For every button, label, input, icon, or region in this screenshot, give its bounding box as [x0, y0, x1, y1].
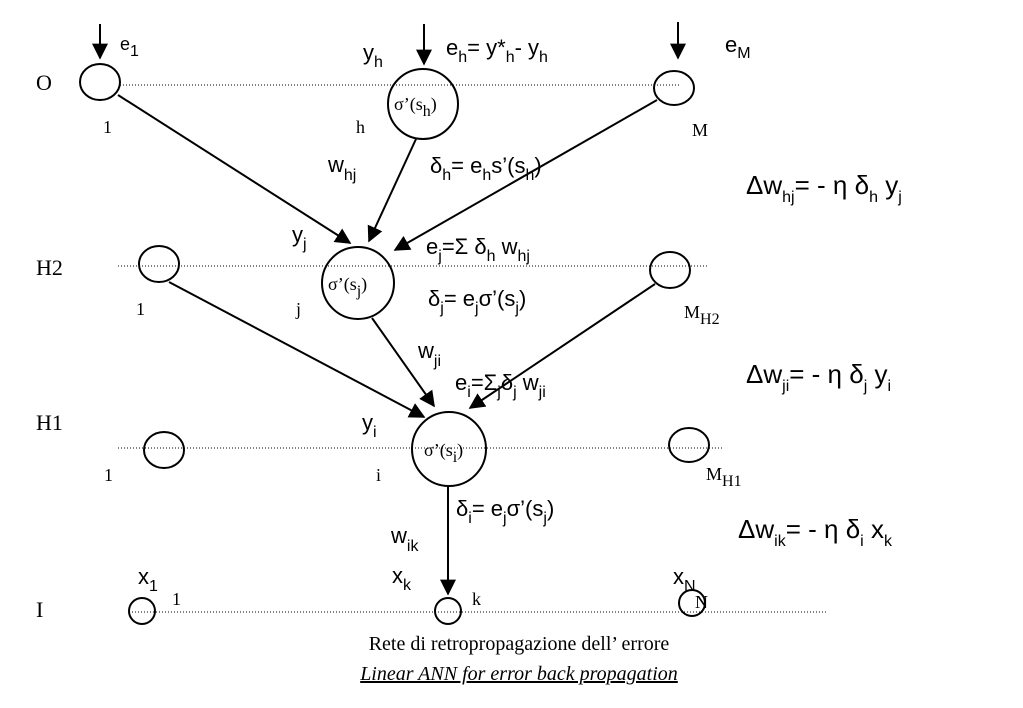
formula-delta-i: δi= ejσ’(sj) — [456, 496, 554, 527]
formula-delta-h: δh= ehs’(sh) — [430, 153, 542, 184]
caption-english: Linear ANN for error back propagation — [359, 663, 678, 685]
caption-italian: Rete di retropropagazione dell’ errore — [369, 633, 670, 655]
link-h2-1-i — [168, 281, 426, 418]
hidden1-node-M — [668, 427, 710, 463]
update-dw-hj: Δwhj= - η δh yj — [746, 170, 902, 206]
hidden2-node1-index: 1 — [136, 299, 145, 319]
label-whj: whj — [327, 152, 356, 184]
update-dw-ji: Δwji= - η δj yi — [746, 359, 891, 395]
link-j-i — [371, 317, 435, 408]
output-M-index: M — [692, 120, 708, 140]
layer-label-output: O — [36, 70, 52, 95]
node-h-function: σ’(sh) — [394, 94, 437, 120]
formula-ej: ej=Σ δh whj — [426, 234, 530, 265]
label-yh: yh — [363, 40, 383, 71]
formula-eh: eh= y*h- yh — [446, 35, 548, 66]
output-node-M — [653, 70, 695, 106]
hidden2-node-1 — [138, 245, 180, 283]
label-x1: x1 — [138, 564, 158, 595]
hidden2-node-M — [649, 251, 691, 289]
output-node-h — [387, 68, 459, 140]
hidden1-node-1 — [143, 431, 185, 469]
hidden1-node1-index: 1 — [104, 465, 113, 485]
input-k-index: k — [472, 589, 481, 609]
link-h-j — [367, 138, 417, 243]
output-node1-index: 1 — [103, 117, 112, 137]
output-h-index: h — [356, 117, 365, 137]
node-j-function: σ’(sj) — [328, 274, 367, 300]
label-yi: yi — [362, 410, 377, 441]
input-node1-index: 1 — [172, 589, 181, 609]
layer-label-hidden1: H1 — [36, 410, 63, 435]
label-wik: wik — [390, 523, 419, 555]
output-node-1 — [79, 63, 121, 101]
link-M-i — [468, 283, 656, 409]
input-node-N — [678, 589, 706, 617]
input-node-k — [434, 597, 462, 625]
hidden2-node-j — [321, 246, 395, 320]
hidden1-M-index: MH1 — [706, 464, 742, 490]
formula-ei: ei=Σjδj wji — [455, 370, 546, 401]
hidden1-i-index: i — [376, 465, 381, 485]
label-xN: xN — [673, 564, 696, 595]
input-N-index: N — [695, 592, 708, 612]
hidden2-j-index: j — [295, 299, 301, 319]
node-i-function: σ’(si) — [424, 440, 463, 466]
label-e1: e1 — [120, 34, 139, 60]
label-xk: xk — [392, 563, 412, 594]
input-node-1 — [128, 597, 156, 625]
update-dw-ik: Δwik= - η δi xk — [738, 514, 893, 550]
label-wji: wji — [417, 338, 441, 370]
label-eM: eM — [725, 32, 751, 62]
link-o1-j — [117, 94, 352, 244]
layer-label-hidden2: H2 — [36, 255, 63, 280]
hidden2-M-index: MH2 — [684, 302, 720, 328]
link-M-j — [393, 99, 658, 251]
label-yj: yj — [292, 222, 307, 253]
layer-label-input: I — [36, 597, 43, 622]
formula-delta-j: δj= ejσ’(sj) — [428, 286, 526, 317]
